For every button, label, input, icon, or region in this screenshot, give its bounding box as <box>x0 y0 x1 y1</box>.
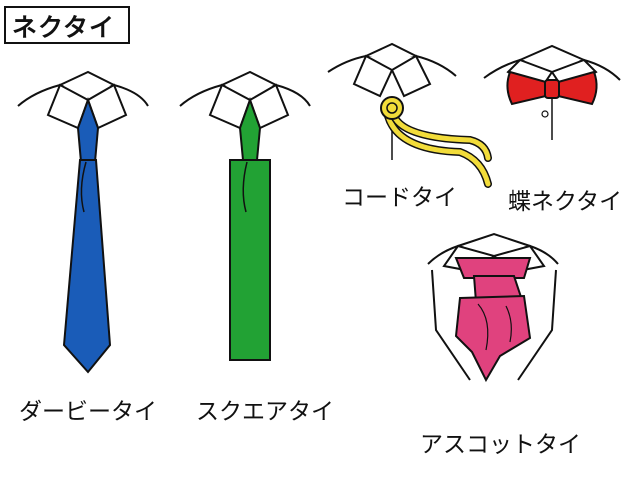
derby-tie-illustration <box>17 70 149 374</box>
cord-tie-illustration <box>327 42 492 188</box>
square-tie-illustration <box>179 70 311 361</box>
bowtie-illustration <box>483 44 621 140</box>
derby-tie-knot <box>76 97 100 163</box>
derby-tie-blade <box>62 159 112 374</box>
square-tie-blade <box>229 159 271 361</box>
ascot-fabric <box>454 294 532 383</box>
label-ascot-tie: アスコットタイ <box>420 432 581 458</box>
cord-tie-slide <box>380 96 404 120</box>
ascot-tie-illustration <box>427 232 559 383</box>
label-square-tie: スクエアタイ <box>196 399 334 425</box>
label-cord-tie: コードタイ <box>342 185 457 211</box>
square-tie-knot <box>238 97 262 161</box>
title-box <box>4 6 130 44</box>
page-title: ネクタイ <box>12 13 116 42</box>
cord-tie-cord <box>385 113 491 187</box>
bowtie-knot <box>544 79 560 99</box>
label-bowtie: 蝶ネクタイ <box>508 189 623 215</box>
label-derby-tie: ダービータイ <box>19 399 157 425</box>
